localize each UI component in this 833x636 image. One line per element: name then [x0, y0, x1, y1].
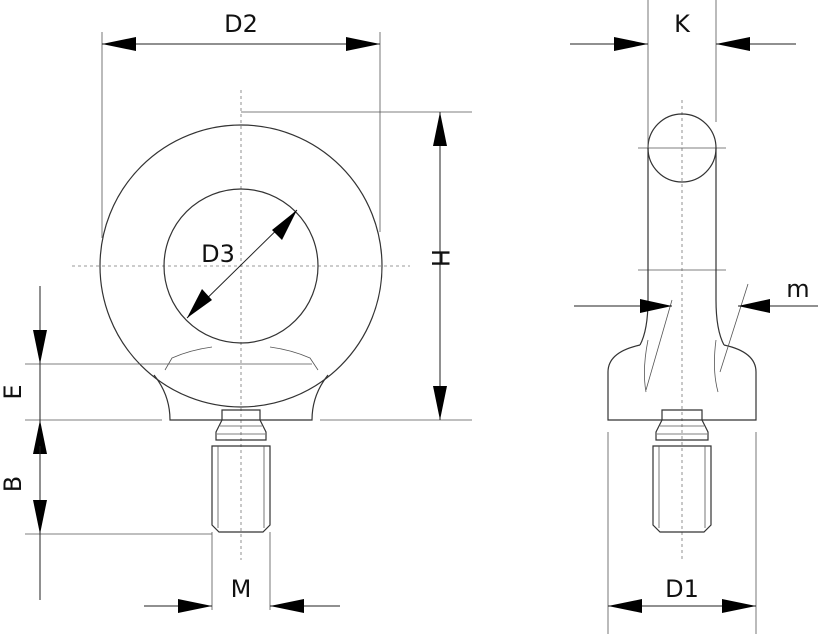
- d3-arrow-upper: [272, 210, 297, 240]
- m-arrow-right: [270, 599, 304, 613]
- h-arrow-bottom: [433, 386, 447, 420]
- h-arrow-top: [433, 112, 447, 146]
- m-arrow-left: [178, 599, 212, 613]
- collar-inner-left: [164, 346, 213, 371]
- ring-section-body: [639, 148, 725, 346]
- collar-base: [153, 374, 329, 421]
- m-small-label: m: [786, 275, 809, 303]
- d2-arrow-left: [102, 37, 136, 51]
- d1-arrow-right: [722, 599, 756, 613]
- side-view: K m D1: [570, 0, 818, 634]
- e-arrow-bottom: [33, 420, 47, 454]
- ring-outer-circle: [99, 124, 383, 408]
- k-arrow-right: [716, 37, 750, 51]
- m-small-arrow-left: [640, 299, 672, 313]
- side-collar-curve-right: [714, 339, 719, 393]
- ring-inner-circle: [163, 188, 319, 344]
- e-label: E: [0, 384, 27, 399]
- collar-inner-right: [269, 346, 319, 371]
- m-small-extension-right: [719, 283, 749, 373]
- k-arrow-left: [614, 37, 648, 51]
- h-label: H: [426, 249, 454, 267]
- d3-arrow-lower: [187, 289, 212, 318]
- b-label: B: [0, 476, 27, 492]
- d2-arrow-right: [346, 37, 380, 51]
- e-arrow-top: [33, 330, 47, 364]
- m-thread-label: M: [231, 575, 252, 603]
- side-collar: [607, 344, 757, 421]
- front-view: D2 D3 H E B M: [0, 10, 472, 613]
- side-thread-neck: [655, 409, 709, 441]
- thread-shank: [211, 445, 271, 533]
- thread-neck: [215, 409, 267, 441]
- b-arrow-bottom: [33, 500, 47, 534]
- side-collar-curve-left: [644, 339, 649, 393]
- d1-arrow-left: [608, 599, 642, 613]
- d2-label: D2: [224, 10, 258, 38]
- d1-label: D1: [665, 575, 699, 603]
- side-thread-shank: [652, 445, 712, 533]
- m-small-extension-left: [645, 299, 673, 391]
- k-label: K: [674, 10, 691, 38]
- d3-label: D3: [201, 240, 235, 268]
- m-small-arrow-right: [738, 299, 770, 313]
